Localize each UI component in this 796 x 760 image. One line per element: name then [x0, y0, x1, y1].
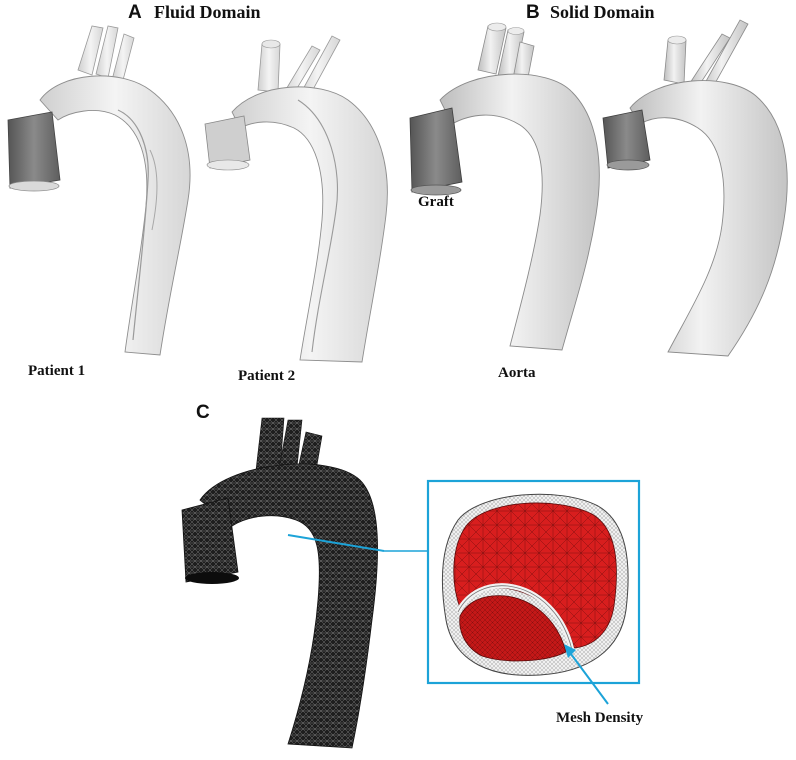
- solid-model-patient-2: [602, 19, 788, 357]
- fluid-model-patient-1: [7, 25, 191, 356]
- label-aorta: Aorta: [498, 365, 536, 381]
- panel-a-letter: A: [128, 2, 142, 23]
- panel-c-letter: C: [196, 402, 210, 423]
- mesh-density-arrowhead: [564, 644, 576, 658]
- label-patient-1: Patient 1: [28, 363, 85, 379]
- cross-section-zoom: [426, 479, 641, 685]
- panel-b-title: Solid Domain: [550, 2, 655, 22]
- mesh-density-arrow: [567, 649, 609, 705]
- label-graft: Graft: [418, 194, 454, 210]
- zoom-connector-line: [287, 534, 385, 552]
- label-patient-2: Patient 2: [238, 368, 295, 384]
- panel-a-title: Fluid Domain: [154, 2, 261, 22]
- meshed-aorta-model: [181, 417, 378, 749]
- label-mesh-density: Mesh Density: [556, 710, 644, 726]
- solid-model-patient-1: [409, 22, 600, 351]
- panel-b-letter: B: [526, 2, 540, 23]
- fluid-model-patient-2: [204, 35, 388, 363]
